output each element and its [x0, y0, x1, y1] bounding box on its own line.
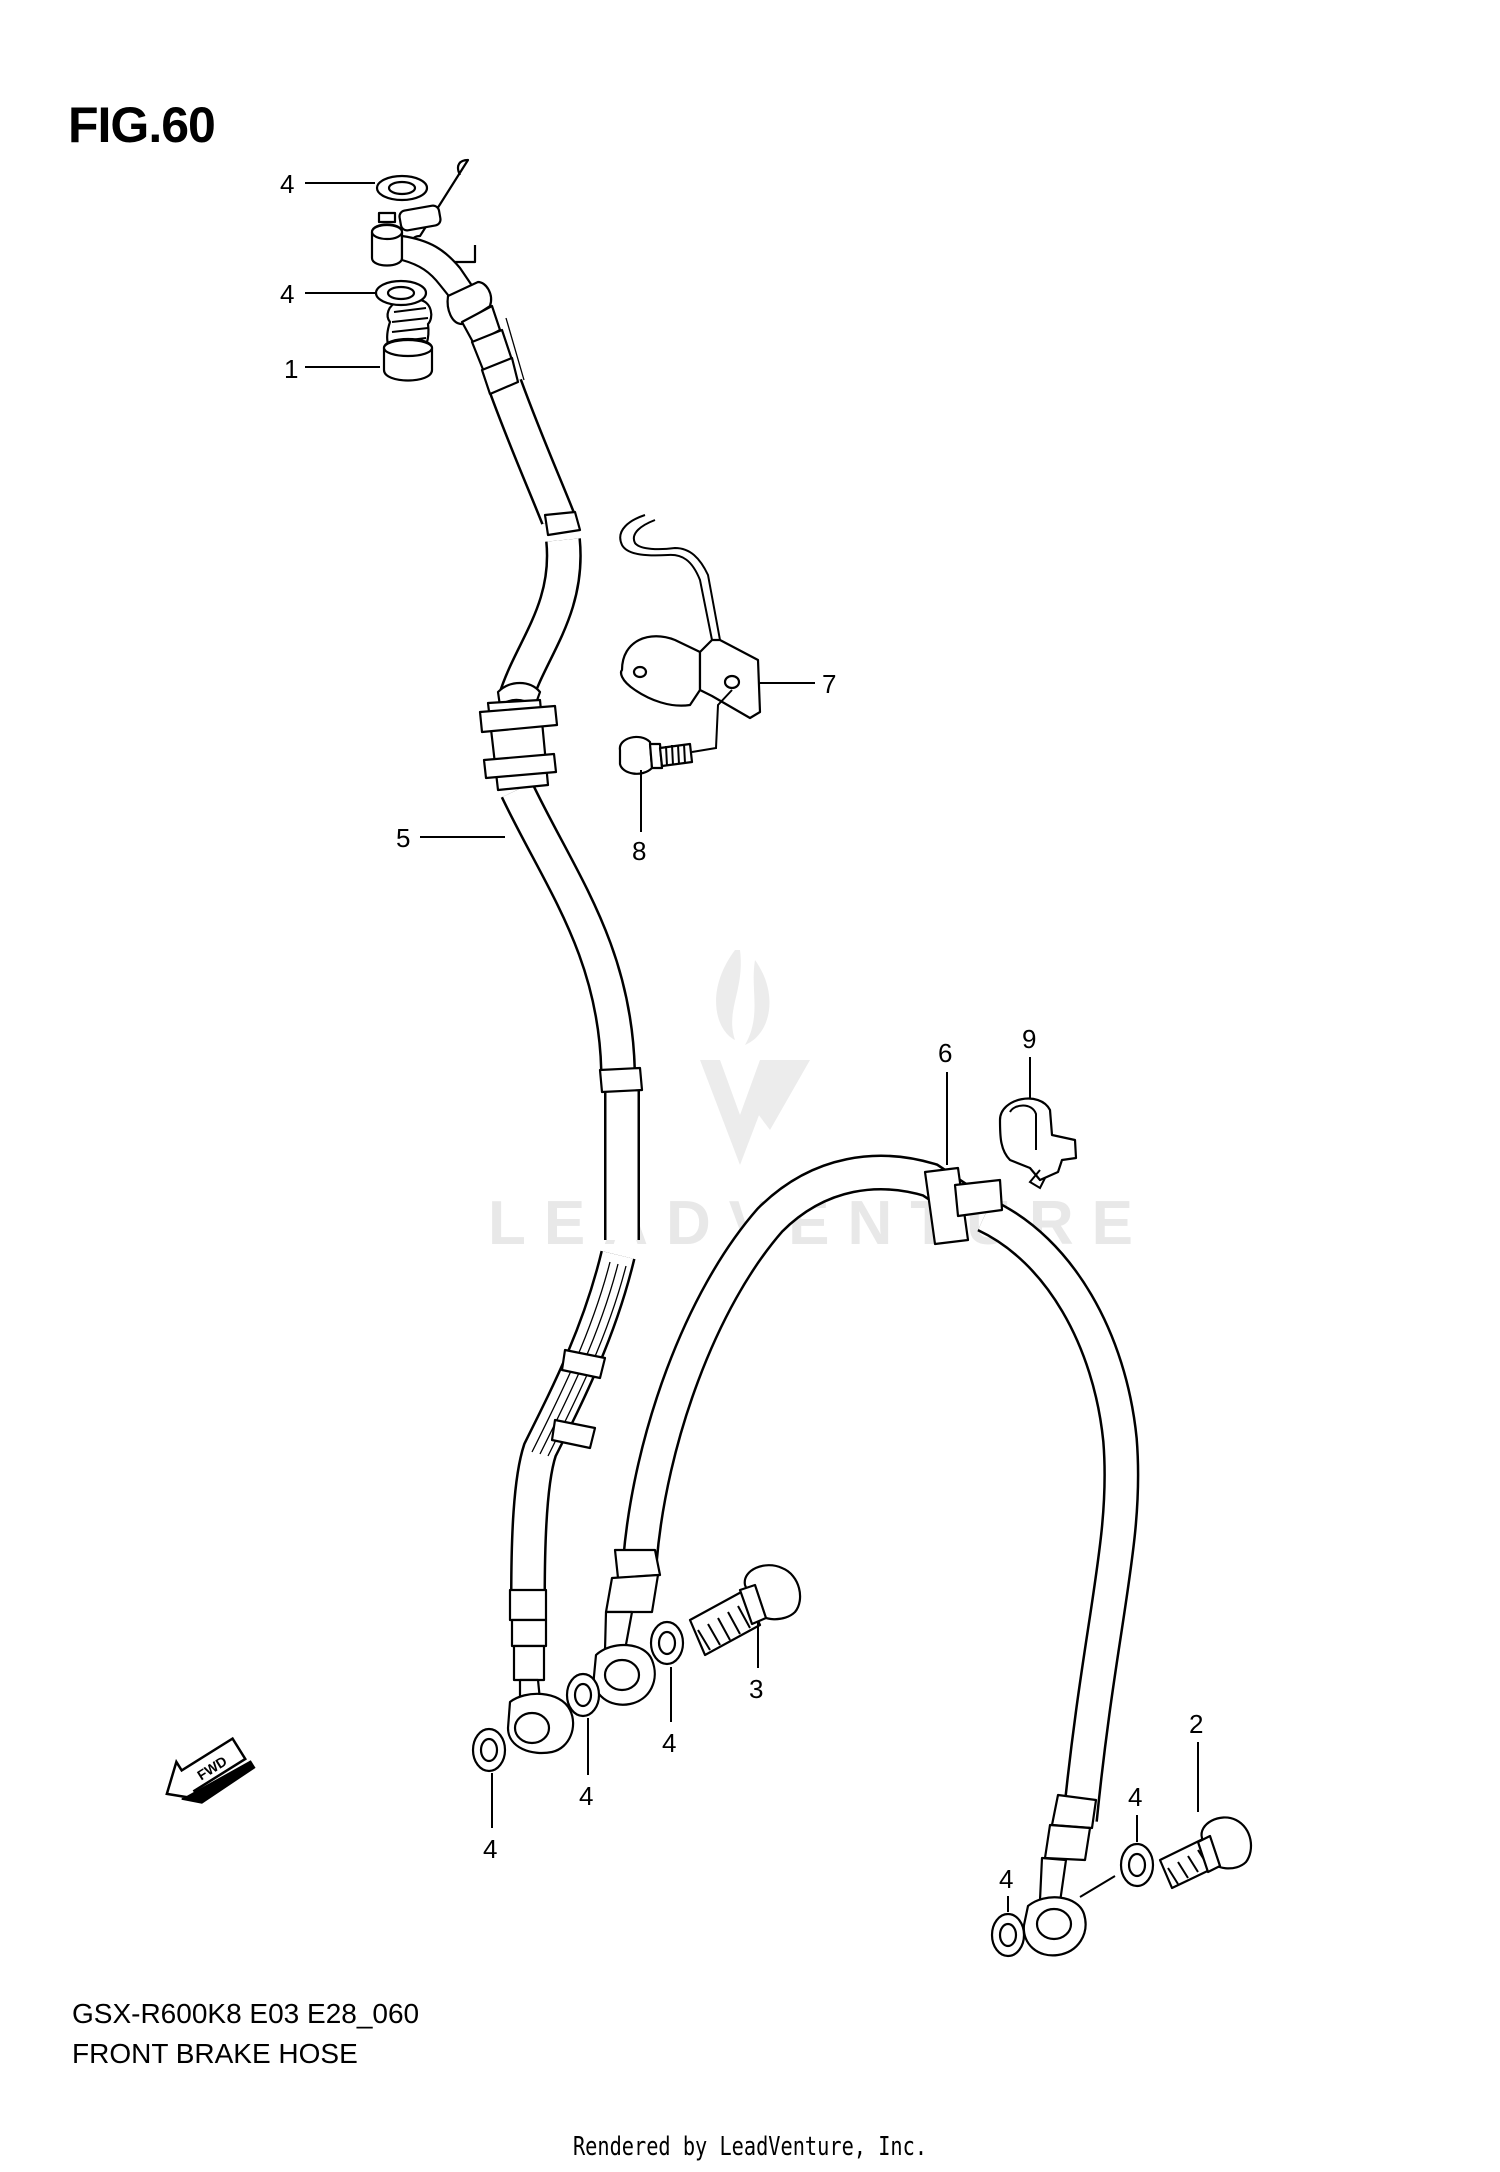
callout-4-lower-left-1: 4 [483, 1834, 497, 1864]
callout-8: 8 [632, 836, 646, 866]
callout-6: 6 [938, 1038, 952, 1068]
front-brake-hose-6 [478, 698, 1140, 1957]
washer-lower-right-1 [990, 1912, 1026, 1958]
forward-arrow-icon: FWD [165, 1736, 256, 1804]
washers-4 [374, 174, 1155, 1958]
callout-4-lower-left-2: 4 [579, 1781, 593, 1811]
callout-labels: 4 4 1 5 7 8 6 9 3 4 4 4 4 4 2 [280, 169, 1203, 1894]
callout-4-center: 4 [662, 1728, 676, 1758]
washer-lower-left-1 [471, 1727, 507, 1773]
washer-lower-right-2 [1119, 1842, 1155, 1888]
callout-7: 7 [822, 669, 836, 699]
washer-top [375, 174, 429, 202]
callout-9: 9 [1022, 1024, 1036, 1054]
figure-title: FIG.60 [68, 97, 216, 153]
figure-name: FRONT BRAKE HOSE [72, 2038, 358, 2069]
washer-second [374, 279, 428, 307]
bolt-8 [618, 689, 733, 775]
front-brake-hose-5 [370, 158, 644, 1754]
brake-hose-bracket-7 [619, 514, 762, 720]
watermark-logo [700, 950, 810, 1165]
union-bolt-2 [1158, 1816, 1253, 1890]
callout-5: 5 [396, 823, 410, 853]
washer-center [649, 1620, 685, 1666]
union-bolt-3 [688, 1564, 802, 1657]
union-bolt-1 [382, 298, 434, 382]
hose-clip-9 [998, 1097, 1078, 1190]
callout-3: 3 [749, 1674, 763, 1704]
model-code: GSX-R600K8 E03 E28_060 [72, 1998, 420, 2029]
callout-2: 2 [1189, 1709, 1203, 1739]
footer-credit: Rendered by LeadVenture, Inc. [572, 2132, 928, 2162]
washer-lower-left-2 [565, 1672, 601, 1718]
callout-4-second: 4 [280, 279, 294, 309]
callout-4-top: 4 [280, 169, 294, 199]
callout-4-lower-right-1: 4 [999, 1864, 1013, 1894]
callout-1: 1 [284, 354, 298, 384]
callout-4-lower-right-2: 4 [1128, 1782, 1142, 1812]
leader-lines [305, 182, 1199, 1912]
